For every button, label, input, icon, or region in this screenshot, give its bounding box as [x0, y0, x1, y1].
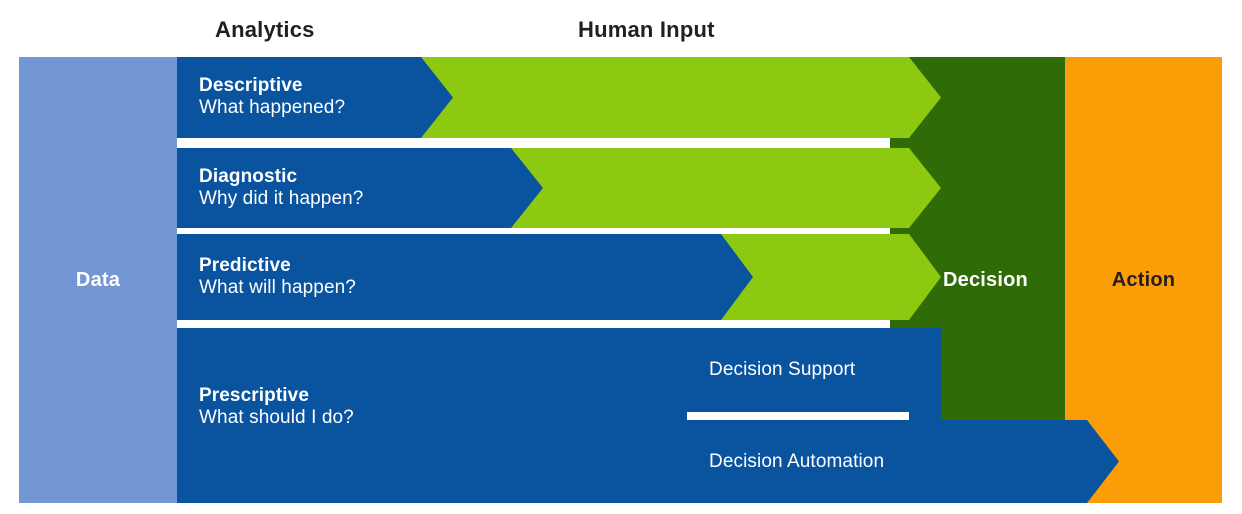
row-prescriptive: Prescriptive What should I do? Decision … — [177, 328, 1127, 503]
analytics-question-descriptive: What happened? — [199, 97, 346, 119]
decision-support-label: Decision Support — [709, 359, 856, 380]
decision-support-arrow: Decision Support — [687, 328, 941, 412]
decision-automation-label: Decision Automation — [709, 450, 885, 472]
analytics-arrow-diagnostic: Diagnostic Why did it happen? — [177, 148, 543, 228]
analytics-text-prescriptive: Prescriptive What should I do? — [199, 385, 354, 430]
header-analytics: Analytics — [215, 17, 315, 42]
flow-band: Data Decision Action Descriptive What ha… — [19, 57, 1222, 503]
analytics-title-predictive: Predictive — [199, 254, 291, 276]
row-descriptive: Descriptive What happened? — [177, 57, 941, 138]
stage-action-label: Action — [1111, 268, 1176, 291]
row-diagnostic: Diagnostic Why did it happen? — [177, 148, 941, 228]
row-predictive: Predictive What will happen? — [177, 234, 941, 320]
header-human-input: Human Input — [578, 17, 715, 42]
analytics-question-predictive: What will happen? — [199, 276, 356, 298]
analytics-title-prescriptive: Prescriptive — [199, 385, 309, 406]
decision-automation-arrow: Decision Automation — [687, 420, 1119, 503]
prescriptive-divider — [687, 412, 909, 420]
analytics-question-diagnostic: Why did it happen? — [199, 187, 364, 209]
stage-data: Data — [19, 57, 177, 503]
analytics-question-prescriptive: What should I do? — [199, 406, 354, 428]
stage-data-label: Data — [75, 268, 121, 291]
analytics-arrow-predictive: Predictive What will happen? — [177, 234, 753, 320]
analytics-title-descriptive: Descriptive — [199, 75, 303, 97]
stage-decision-label: Decision — [943, 268, 1028, 291]
analytics-arrow-descriptive: Descriptive What happened? — [177, 57, 453, 138]
analytics-title-diagnostic: Diagnostic — [199, 165, 298, 187]
